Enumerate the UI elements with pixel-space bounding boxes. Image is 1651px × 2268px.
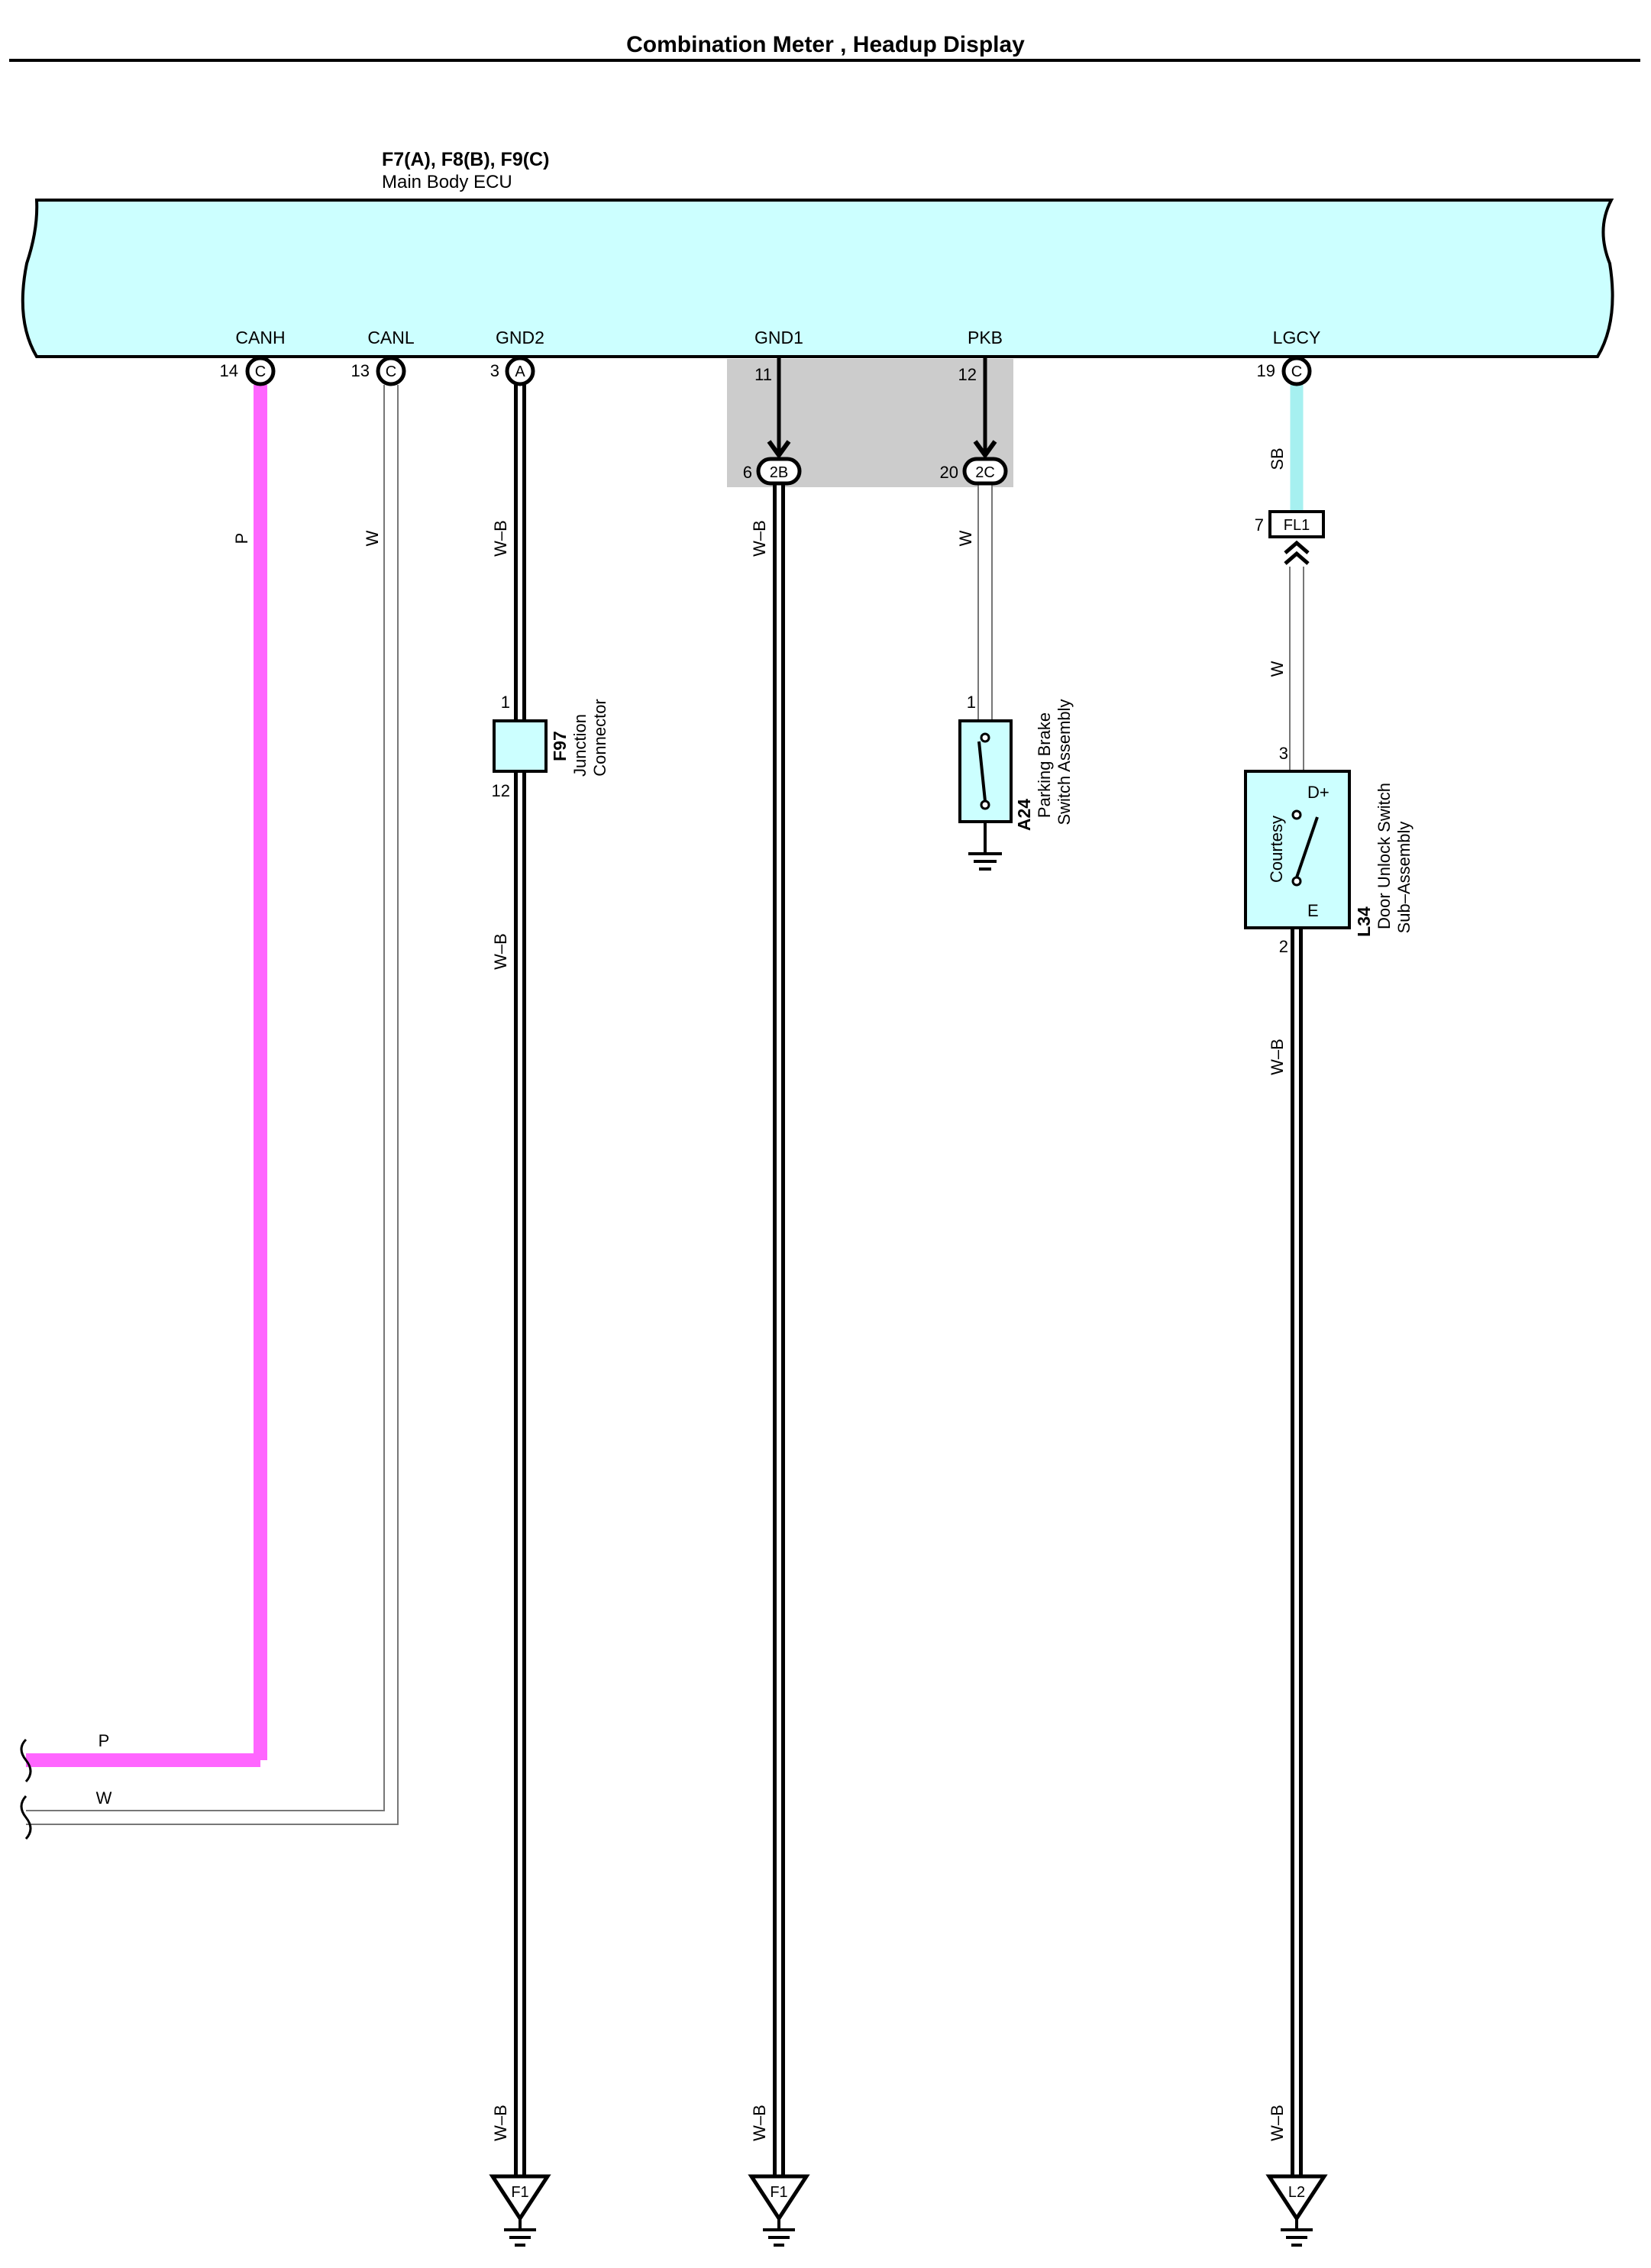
l34-name-line2: Sub–Assembly <box>1394 822 1414 934</box>
ecu-pin-number-gnd1: 11 <box>754 365 772 384</box>
ecu-connector-letter-lgcy: C <box>1291 363 1302 380</box>
junction-connector-2c[interactable] <box>962 457 1008 486</box>
ecu-pin-number-pkb: 12 <box>958 365 977 384</box>
ecu-pin-label-gnd1: GND1 <box>754 328 803 347</box>
ecu-connector-canl[interactable] <box>376 356 406 386</box>
ground-point-l2 <box>1265 2174 1328 2247</box>
a24-switch-contact-bottom <box>980 800 990 810</box>
l34-switch-contact-bottom <box>1291 876 1302 887</box>
a24-id: A24 <box>1014 799 1034 831</box>
junction-arrow-gnd1 <box>767 440 791 460</box>
inline-connector-chevron-2 <box>1284 551 1310 565</box>
l34-name-line1: Door Unlock Switch <box>1375 783 1394 929</box>
ecu-connector-lgcy[interactable] <box>1281 356 1312 386</box>
l34-switch-blade <box>1295 816 1319 878</box>
wire-label-lgcy-lower: W–B <box>1268 1039 1287 1075</box>
l34-pin-bottom: 2 <box>1279 937 1288 956</box>
l34-door-unlock-switch[interactable] <box>1244 770 1351 929</box>
l34-id: L34 <box>1354 906 1374 937</box>
wire-canl-fill <box>26 385 397 1824</box>
ecu-pin-label-pkb: PKB <box>968 328 1003 347</box>
wire-break-symbol <box>20 1738 32 1783</box>
wire-label-lgcy-bottom: W–B <box>1268 2105 1287 2141</box>
ecu-connector-canh[interactable] <box>245 356 276 386</box>
inline-connector-pin-fl1: 7 <box>1255 515 1264 535</box>
ecu-pin-label-lgcy: LGCY <box>1273 328 1321 347</box>
ecu-pin-number-lgcy: 19 <box>1257 361 1275 380</box>
f97-pin-bottom: 12 <box>492 781 510 800</box>
wire-label-lgcy-upper: SB <box>1268 447 1287 470</box>
ecu-connector-ids: F7(A), F8(B), F9(C) <box>382 149 549 170</box>
ecu-name: Main Body ECU <box>382 172 512 192</box>
wire-label-left-p: P <box>99 1731 110 1750</box>
wire-label-gnd2-upper: W–B <box>491 520 510 557</box>
ground-point-f1-gnd1 <box>748 2174 810 2247</box>
wire-label-gnd1-bottom: W–B <box>750 2105 769 2141</box>
f97-name-line2: Connector <box>590 699 609 777</box>
wire-label-left-w: W <box>96 1788 112 1808</box>
ecu-pin-number-gnd2: 3 <box>490 361 499 380</box>
ecu-pin-label-canh: CANH <box>235 328 285 347</box>
inline-connector-fl1[interactable] <box>1268 510 1325 538</box>
wire-label-canl: W <box>363 530 382 546</box>
ecu-pin-label-gnd2: GND2 <box>496 328 544 347</box>
f97-name-line1: Junction <box>570 714 590 777</box>
a24-switch-contact-top <box>980 732 990 743</box>
inline-connector-code-fl1: FL1 <box>1284 517 1310 534</box>
diagram-title: Combination Meter , Headup Display <box>626 32 1025 57</box>
l34-terminal-top: D+ <box>1307 783 1330 802</box>
a24-name-line2: Switch Assembly <box>1055 699 1074 825</box>
ground-label-l2: L2 <box>1288 2184 1305 2201</box>
l34-terminal-bottom: E <box>1307 901 1319 920</box>
a24-switch-blade <box>977 741 987 802</box>
ecu-pin-label-canl: CANL <box>367 328 415 347</box>
l34-pin-top: 3 <box>1279 744 1288 763</box>
l34-switch-contact-top <box>1291 809 1302 820</box>
inline-connector-chevron-1 <box>1284 540 1310 554</box>
l34-inner-label: Courtesy <box>1267 816 1286 883</box>
main-body-ecu <box>21 199 1614 358</box>
a24-pin-top: 1 <box>967 693 976 712</box>
ecu-connector-letter-gnd2: A <box>515 363 525 380</box>
ecu-connector-letter-canh: C <box>255 363 266 380</box>
ecu-connector-gnd2[interactable] <box>505 356 535 386</box>
junction-connector-code-2b: 2B <box>770 464 788 481</box>
a24-name-line1: Parking Brake <box>1035 712 1054 818</box>
wire-canl <box>26 385 399 1825</box>
f97-junction-connector[interactable] <box>493 719 548 773</box>
wire-label-gnd2-lower: W–B <box>491 933 510 970</box>
ground-point-f1-gnd2 <box>489 2174 551 2247</box>
wire-label-canh: P <box>232 533 251 544</box>
junction-pin-number-2b: 6 <box>743 463 752 482</box>
ground-label-f1-gnd1: F1 <box>770 2184 787 2201</box>
f97-pin-top: 1 <box>501 693 510 712</box>
wire-label-lgcy-mid: W <box>1268 661 1287 677</box>
ecu-connector-letter-canl: C <box>386 363 396 380</box>
ground-label-f1-gnd2: F1 <box>511 2184 528 2201</box>
ecu-pin-number-canh: 14 <box>220 361 238 380</box>
junction-pin-number-2c: 20 <box>940 463 958 482</box>
junction-connector-2b[interactable] <box>756 457 802 486</box>
wire-label-gnd1-upper: W–B <box>750 520 769 557</box>
junction-arrow-pkb <box>973 440 997 460</box>
junction-connector-code-2c: 2C <box>975 464 995 481</box>
ecu-pin-number-canl: 13 <box>351 361 370 380</box>
wire-break-symbol <box>20 1795 32 1840</box>
f97-id: F97 <box>550 731 570 761</box>
wire-label-gnd2-bottom: W–B <box>491 2105 510 2141</box>
wire-label-pkb: W <box>956 530 975 546</box>
